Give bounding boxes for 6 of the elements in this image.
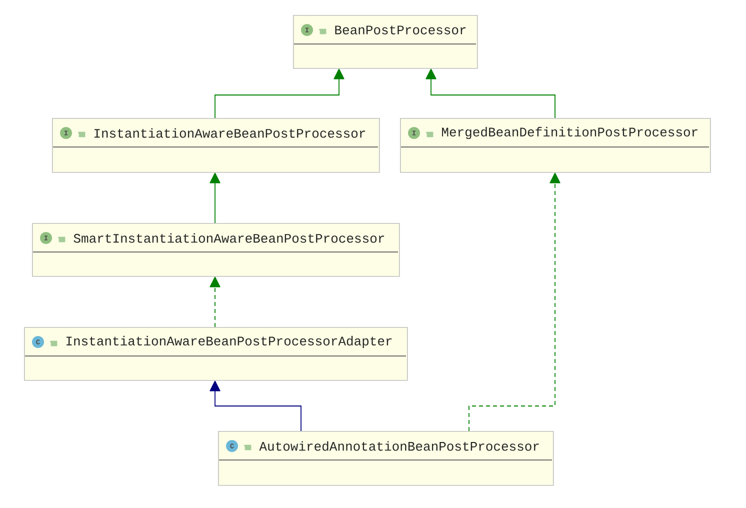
inheritance-arrow [426, 68, 556, 118]
inheritance-arrow [210, 276, 220, 328]
inheritance-arrow [210, 172, 220, 224]
inheritance-arrow [214, 68, 344, 118]
inheritance-arrow [210, 380, 302, 432]
inheritance-arrow [468, 172, 560, 432]
